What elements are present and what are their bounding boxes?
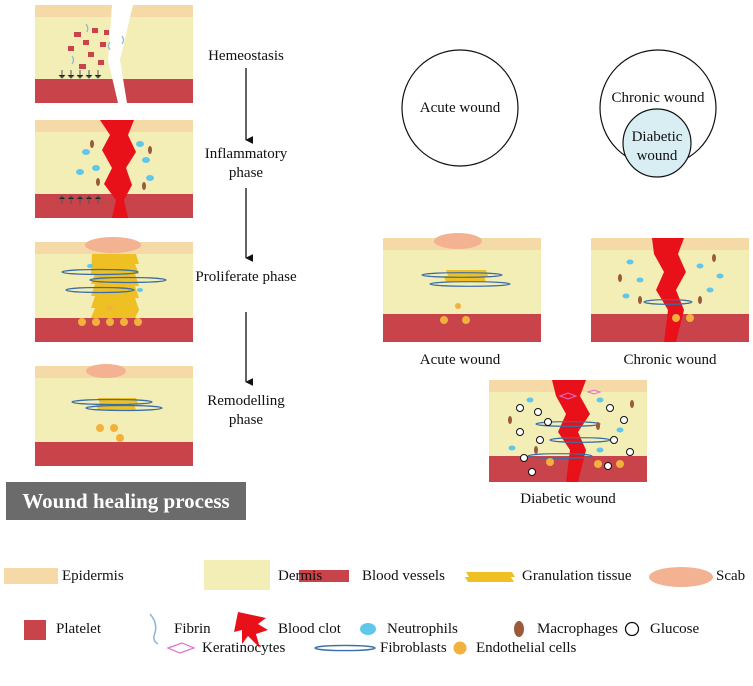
legend-swatches — [4, 560, 713, 655]
legend-keratinocytes: Keratinocytes — [202, 640, 286, 656]
panel-diabetic — [489, 380, 647, 482]
panel-chronic — [591, 238, 749, 342]
legend-glucose: Glucose — [650, 621, 700, 637]
caption-chronic: Chronic wound — [623, 352, 717, 368]
swatch-macrophages — [514, 621, 524, 637]
swatch-endothelial — [453, 641, 467, 655]
swatch-fibroblasts — [314, 644, 376, 652]
swatch-fibrin — [149, 613, 159, 645]
swatch-granulation — [465, 572, 515, 582]
panel-acute — [383, 233, 541, 342]
legend-endothelial: Endothelial cells — [476, 640, 577, 656]
swatch-blood-clot — [234, 612, 268, 648]
phase-label-hemostasis: Hemeostasis — [208, 48, 284, 64]
circle-acute — [401, 49, 519, 167]
legend-scab: Scab — [716, 568, 746, 584]
swatch-blood-vessels — [299, 570, 349, 582]
caption-acute: Acute wound — [419, 352, 501, 368]
legend-granulation: Granulation tissue — [522, 568, 632, 584]
legend-neutrophils: Neutrophils — [387, 621, 458, 637]
phase-label-inflammatory: Inflammatory phase — [204, 146, 288, 181]
panel-hemostasis — [35, 5, 193, 103]
swatch-keratinocytes — [166, 642, 196, 654]
circle-diabetic — [622, 108, 692, 178]
legend-fibroblasts: Fibroblasts — [380, 640, 447, 656]
circle-label-acute: Acute wound — [419, 100, 501, 116]
swatch-neutrophils — [360, 623, 376, 635]
legend-blood-vessels: Blood vessels — [362, 568, 445, 584]
legend-dermis: Dermis — [278, 568, 323, 584]
legend-blood-clot: Blood clot — [278, 621, 341, 637]
panel-inflammatory — [35, 120, 193, 218]
swatch-dermis — [204, 560, 270, 590]
legend-fibrin: Fibrin — [174, 621, 211, 637]
caption-diabetic: Diabetic wound — [520, 491, 616, 507]
swatch-platelet — [24, 620, 46, 640]
phase-label-remodelling: Remodelling phase — [207, 393, 285, 428]
legend-epidermis: Epidermis — [62, 568, 124, 584]
panel-remodelling — [35, 364, 193, 466]
swatch-glucose — [624, 621, 640, 637]
circle-label-chronic: Chronic wound — [611, 90, 705, 106]
legend-platelet: Platelet — [56, 621, 101, 637]
figure-title: Wound healing process — [6, 482, 246, 520]
swatch-epidermis — [4, 568, 58, 584]
legend-macrophages: Macrophages — [537, 621, 618, 637]
swatch-scab — [649, 567, 713, 587]
panel-proliferate — [35, 237, 193, 342]
phase-label-proliferate: Proliferate phase — [195, 269, 297, 285]
circle-label-diabetic: Diabetic wound — [631, 129, 683, 164]
